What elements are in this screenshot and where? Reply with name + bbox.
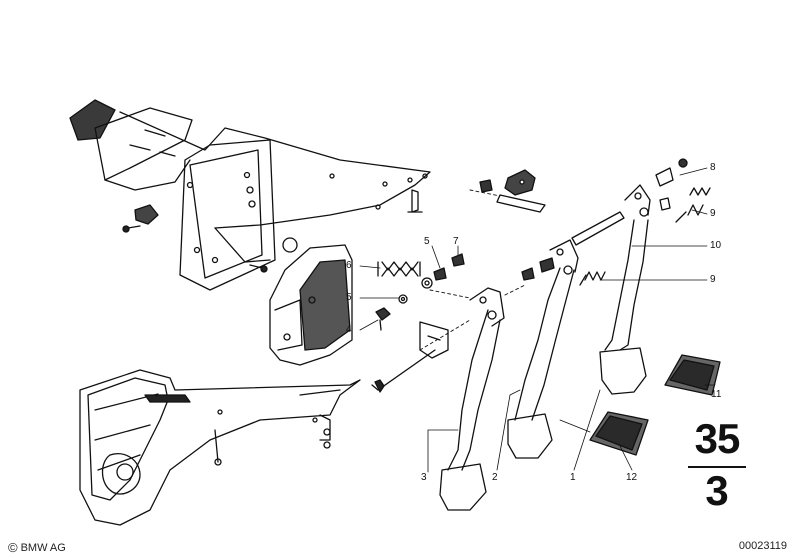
pivot-bolt: [371, 321, 449, 393]
part-label-7: 7: [453, 236, 459, 247]
return-springs: [579, 187, 711, 286]
brand-name: BMW AG: [20, 541, 66, 554]
part-label-2: 2: [492, 472, 498, 483]
group-number-main: 35: [694, 415, 741, 462]
upper-pedal-bracket: [69, 99, 431, 291]
assembly-guide-lines: [419, 189, 526, 351]
spring-and-bushings: [375, 253, 465, 331]
diagram-id: 00023119: [738, 540, 787, 552]
group-number-sub: 3: [705, 467, 729, 514]
part-label-6: 6: [346, 260, 352, 271]
leader-lines: [359, 167, 716, 473]
part-label-1: 1: [570, 472, 576, 483]
lower-pedal-bracket: [79, 369, 361, 526]
part-label-3: 3: [421, 472, 427, 483]
part-label-8: 8: [710, 162, 716, 173]
bracket-mount-block: [269, 244, 353, 366]
part-label-11: 11: [711, 389, 722, 400]
part-label-9-lower: 9: [710, 274, 716, 285]
part-label-5-upper: 5: [424, 236, 430, 247]
part-label-10: 10: [710, 240, 722, 251]
pedal-pads: [589, 354, 721, 456]
copyright-notice: © BMW AG: [8, 540, 66, 555]
part-label-9-upper: 9: [710, 208, 716, 219]
part-label-4: 4: [346, 324, 352, 335]
part-label-12: 12: [626, 472, 638, 483]
pedal-1: [571, 158, 688, 395]
group-number-divider: [688, 466, 746, 468]
pedal-3: [439, 287, 505, 511]
part-label-5-lower: 5: [346, 292, 352, 303]
pedal-2: [507, 239, 579, 459]
copyright-symbol: ©: [8, 540, 18, 555]
pushrod-clevis: [479, 169, 546, 213]
